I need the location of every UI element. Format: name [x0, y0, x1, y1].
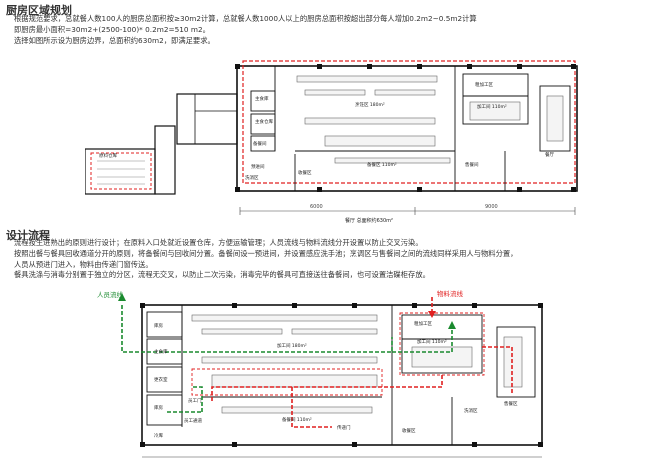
legend-material-flow: 物料流线 [437, 289, 464, 298]
room-label: 加工间 110m² [477, 103, 507, 110]
text-line: 即厨房最小面积=30m2+(2500-100)* 0.2m2=510 m2。 [14, 24, 210, 34]
kitchen-flow-plan: 人员流线 物料流线 库房 主食库 更衣室 库房 员工通道 冷库 加工间 180m… [97, 289, 543, 458]
room-label: 备餐区 110m² [367, 161, 397, 168]
room-label: 更衣室 [154, 376, 168, 383]
room-label: 员工门 [188, 397, 202, 404]
plan-caption: 餐厅 总面积约630m² [345, 217, 393, 224]
room-label: 粗加工区 [475, 81, 493, 88]
room-label: 备餐间 110m² [282, 416, 312, 423]
room-label: 传递门 [337, 424, 351, 431]
room-label: 主食库 [154, 348, 168, 355]
paragraph-design-flow: 流程按生进熟出的原则进行设计；在原料入口处就近设置仓库，方便运输管理；人员流线与… [14, 238, 517, 281]
text-line: 根据规范要求，总就餐人数100人的厨房总面积按≥30m2计算，总就餐人数1000… [14, 14, 477, 23]
room-label: 洗消区 [245, 174, 259, 181]
material-flow-line [211, 297, 513, 428]
text-line: 流程按生进熟出的原则进行设计；在原料入口处就近设置仓库，方便运输管理；人员流线与… [14, 238, 423, 247]
room-label: 加工间 110m² [417, 338, 447, 345]
arrow-down-icon [428, 311, 436, 318]
dimension-label: 9000 [485, 204, 498, 210]
text-line: 餐具洗涤与消毒分别置于独立的分区，流程无交叉，以防止二次污染，消毒完毕的餐具可直… [14, 270, 430, 280]
room-label: 主食库 [255, 95, 269, 102]
arrow-up-icon [118, 293, 126, 301]
people-flow-line [121, 305, 453, 413]
section-title-kitchen-planning: 厨房区域规划 [6, 4, 72, 17]
room-label: 预进间 [251, 163, 265, 170]
dimension-label: 6000 [310, 204, 323, 210]
room-label: 员工通道 [184, 417, 202, 424]
room-label: 加工间 180m² [277, 342, 307, 349]
legend-people-flow: 人员流线 [97, 290, 124, 299]
room-label: 收餐区 [402, 427, 416, 434]
room-label: 售餐区 [504, 400, 518, 407]
room-label: 售餐间 [465, 161, 479, 168]
room-label: 原料仓库 [99, 152, 117, 159]
room-label: 餐厅 [545, 151, 554, 158]
room-label: 收餐区 [298, 169, 312, 176]
room-label: 备餐间 [253, 140, 267, 147]
arrow-up-icon [448, 321, 456, 329]
room-label: 烹饪区 180m² [355, 101, 385, 108]
text-line: 选择如图所示设为厨房边界，总面积约630m2，即满足要求。 [14, 35, 215, 45]
room-label: 主食仓库 [255, 118, 273, 125]
paragraph-kitchen-planning: 根据规范要求，总就餐人数100人的厨房总面积按≥30m2计算，总就餐人数1000… [14, 14, 477, 46]
section-title-design-flow: 设计流程 [6, 229, 50, 242]
room-label: 库房 [154, 322, 163, 329]
room-label: 洗消区 [464, 407, 478, 414]
room-label: 粗加工区 [414, 320, 432, 327]
room-label: 冷库 [154, 432, 163, 439]
room-label: 库房 [154, 404, 163, 411]
kitchen-floor-plan-boundary: 原料仓库 主食库 主食仓库 备餐间 预进间 洗消区 收餐区 烹饪区 180m² … [85, 60, 578, 224]
text-line: 按照出餐与餐具回收通道分开的原则，将备餐间与回收间分置。备餐间设一预进间，并设置… [14, 248, 518, 258]
text-line: 人员从预进门进入，物料由传递门窗传送。 [14, 259, 153, 269]
